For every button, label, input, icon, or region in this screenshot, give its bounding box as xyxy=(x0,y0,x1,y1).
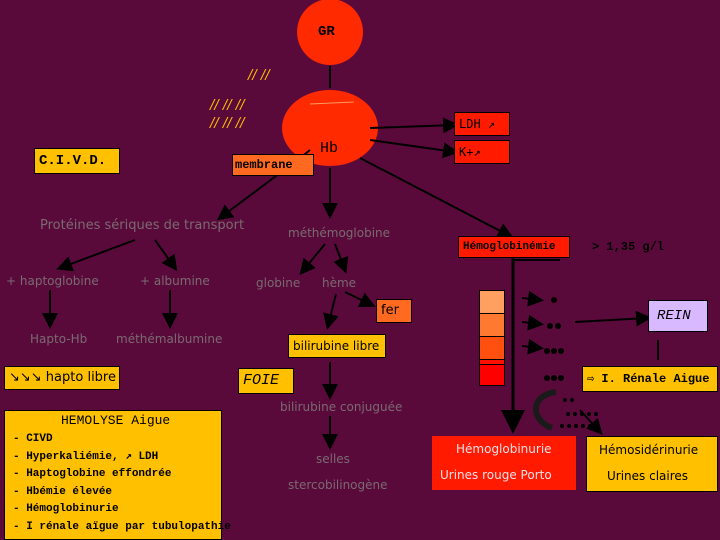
urines-claires-label: Urines claires xyxy=(607,469,688,483)
methemoglobine-label: méthémoglobine xyxy=(288,226,390,240)
hemolyse-item: - Hémoglobinurie xyxy=(13,501,231,519)
break-marks-3: // // // xyxy=(210,116,245,131)
hemolyse-item: - Hyperkaliémie, ↗ LDH xyxy=(13,449,231,467)
civd-box: C.I.V.D. xyxy=(34,148,120,174)
hemolyse-list: - CIVD - Hyperkaliémie, ↗ LDH - Haptoglo… xyxy=(13,431,231,536)
rein-box: REIN xyxy=(648,300,708,332)
scale-bar-2 xyxy=(479,313,505,337)
hapto-hb-label: Hapto-Hb xyxy=(30,332,87,346)
urines-porto-label: Urines rouge Porto xyxy=(440,468,552,482)
kplus-box: K+↗ xyxy=(454,140,510,164)
methemalbumine-label: méthémalbumine xyxy=(116,332,222,346)
albumine-label: + albumine xyxy=(140,274,210,288)
fer-box: fer xyxy=(376,299,412,323)
bilirubine-conjuguee-label: bilirubine conjuguée xyxy=(280,400,402,414)
hemolyse-item: - CIVD xyxy=(13,431,231,449)
ir-aigue-box: ⇨ I. Rénale Aigue xyxy=(582,366,718,392)
hemolyse-title: HEMOLYSE Aigue xyxy=(61,413,170,428)
ldh-box: LDH ↗ xyxy=(454,112,510,136)
stercobilinogene-label: stercobilinogène xyxy=(288,478,388,492)
selles-label: selles xyxy=(316,452,350,466)
heme-label: hème xyxy=(322,276,356,290)
hemolyse-item: - Hbémie élevée xyxy=(13,484,231,502)
scale-bar-5 xyxy=(479,364,505,386)
globine-label: globine xyxy=(256,276,300,290)
hb-label: Hb xyxy=(320,140,338,157)
hemoglobinurie-label: Hémoglobinurie xyxy=(456,442,552,456)
gr-label: GR xyxy=(318,24,335,40)
hemosiderinurie-panel: Hémosidérinurie Urines claires xyxy=(586,436,718,492)
break-marks-2: // // // xyxy=(210,98,245,113)
hapto-libre-box: ↘↘↘ hapto libre xyxy=(4,366,120,390)
foie-box: FOIE xyxy=(238,368,294,394)
break-marks-1: // // xyxy=(248,68,270,83)
hemolyse-item: - Haptoglobine effondrée xyxy=(13,466,231,484)
hemoglobinemie-box: Hémoglobinémie xyxy=(458,236,570,258)
haptoglobine-label: + haptoglobine xyxy=(6,274,99,288)
seuil-label: > 1,35 g/l xyxy=(592,240,664,254)
bilirubine-libre-box: bilirubine libre xyxy=(288,334,386,358)
hemosiderinurie-label: Hémosidérinurie xyxy=(599,443,698,457)
proteines-label: Protéines sériques de transport xyxy=(40,218,244,233)
membrane-box: membrane xyxy=(232,154,314,176)
hemolyse-item: - I rénale aïgue par tubulopathie xyxy=(13,519,231,537)
scale-bar-3 xyxy=(479,336,505,360)
scale-bar-1 xyxy=(479,290,505,314)
hemolyse-summary-box: HEMOLYSE Aigue - CIVD - Hyperkaliémie, ↗… xyxy=(4,410,222,540)
hemoglobinurie-panel: Hémoglobinurie Urines rouge Porto xyxy=(432,436,576,490)
